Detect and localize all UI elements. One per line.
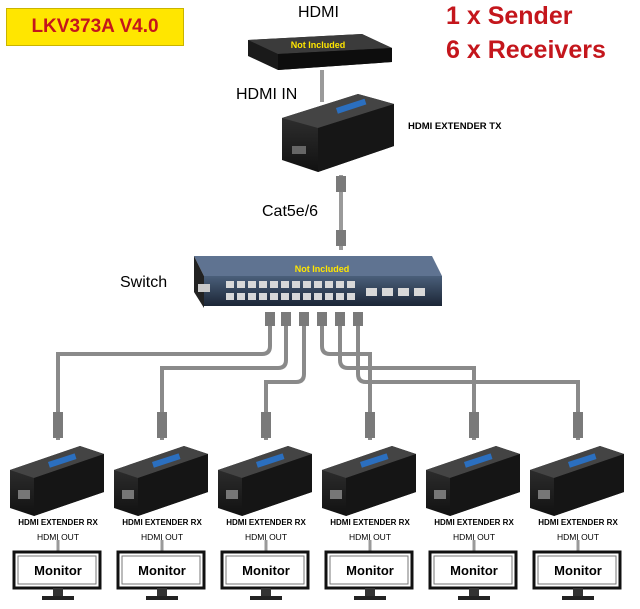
tx-extender-device	[282, 94, 394, 172]
monitor: Monitor	[220, 550, 310, 600]
receiver-count-title: 6 x Receivers	[446, 36, 606, 64]
rx-label: HDMI EXTENDER RX	[122, 518, 202, 527]
cable-label: Cat5e/6	[262, 203, 319, 220]
monitor: Monitor	[324, 550, 414, 600]
switch-uplink-port	[382, 288, 393, 296]
cable-connector	[317, 312, 327, 326]
switch-port	[303, 293, 311, 300]
cable-connector	[335, 312, 345, 326]
cable-connector	[573, 412, 583, 438]
tx-label: HDMI EXTENDER TX	[408, 121, 502, 132]
cat-cable-rx	[320, 312, 372, 440]
switch-port	[237, 293, 245, 300]
rx-label: HDMI EXTENDER RX	[226, 518, 306, 527]
rx-extender-device	[218, 446, 312, 516]
rx-hdmi-out-label: HDMI OUT	[556, 532, 600, 542]
rx-extender-device	[530, 446, 624, 516]
monitor: Monitor	[428, 550, 518, 600]
cable-connector	[261, 412, 271, 438]
rx-extender-device	[426, 446, 520, 516]
cable-connector	[469, 412, 479, 438]
switch-port	[336, 293, 344, 300]
rx-extender-device	[322, 446, 416, 516]
switch-port	[237, 281, 245, 288]
source-note: Not Included	[291, 40, 346, 50]
switch-port	[314, 281, 322, 288]
cat-cable-tx-switch	[336, 175, 346, 250]
cable-connector	[299, 312, 309, 326]
cat-cable-rx	[356, 312, 580, 440]
cable-connector	[265, 312, 275, 326]
switch-port	[226, 293, 234, 300]
monitor-label: Monitor	[34, 563, 82, 578]
switch-note: Not Included	[295, 264, 350, 274]
switch-port	[281, 281, 289, 288]
switch-port	[281, 293, 289, 300]
switch-uplink-port	[414, 288, 425, 296]
rx-label: HDMI EXTENDER RX	[18, 518, 98, 527]
hdmi-source-label: HDMI	[298, 4, 339, 21]
sender-count-title: 1 x Sender	[446, 2, 573, 30]
rx-label: HDMI EXTENDER RX	[538, 518, 618, 527]
switch-port	[248, 293, 256, 300]
switch-uplink-port	[366, 288, 377, 296]
switch-port	[270, 293, 278, 300]
monitor: Monitor	[116, 550, 206, 600]
cable-connector	[281, 312, 291, 326]
cat-cable-rx	[264, 312, 306, 440]
rx-extender-device	[10, 446, 104, 516]
switch-port	[248, 281, 256, 288]
switch-port	[347, 293, 355, 300]
monitor-label: Monitor	[346, 563, 394, 578]
switch-port	[292, 293, 300, 300]
switch-port	[292, 281, 300, 288]
switch-port	[226, 281, 234, 288]
cables-to-receivers	[53, 312, 583, 440]
hdmi-source-device: Not Included	[248, 34, 392, 70]
switch-port	[270, 281, 278, 288]
rx-hdmi-out-label: HDMI OUT	[36, 532, 80, 542]
hdmi-in-label: HDMI IN	[236, 86, 298, 103]
switch-label: Switch	[120, 274, 168, 291]
monitor: Monitor	[532, 550, 622, 600]
switch-port	[336, 281, 344, 288]
rx-hdmi-out-label: HDMI OUT	[140, 532, 184, 542]
network-switch-device: Not Included	[194, 256, 442, 308]
switch-port	[325, 293, 333, 300]
switch-port	[259, 281, 267, 288]
monitor-label: Monitor	[242, 563, 290, 578]
rx-label: HDMI EXTENDER RX	[330, 518, 410, 527]
monitor: Monitor	[12, 550, 102, 600]
switch-uplink-port	[398, 288, 409, 296]
rx-extender-device	[114, 446, 208, 516]
cat-cable-rx	[160, 312, 288, 440]
cable-connector	[157, 412, 167, 438]
monitor-label: Monitor	[554, 563, 602, 578]
receivers-group: Monitor Monitor Monitor Monitor Monitor Monit…	[10, 446, 624, 600]
switch-port	[347, 281, 355, 288]
rx-hdmi-out-label: HDMI OUT	[244, 532, 288, 542]
monitor-label: Monitor	[450, 563, 498, 578]
switch-port	[259, 293, 267, 300]
cable-connector	[365, 412, 375, 438]
monitor-label: Monitor	[138, 563, 186, 578]
switch-port	[325, 281, 333, 288]
switch-port	[303, 281, 311, 288]
cat-cable-rx	[56, 312, 272, 440]
switch-port	[314, 293, 322, 300]
cable-connector	[53, 412, 63, 438]
model-badge: LKV373A V4.0	[6, 8, 184, 46]
rx-hdmi-out-label: HDMI OUT	[452, 532, 496, 542]
rx-hdmi-out-label: HDMI OUT	[348, 532, 392, 542]
cable-connector	[353, 312, 363, 326]
cat-cable-rx	[338, 312, 476, 440]
rx-label: HDMI EXTENDER RX	[434, 518, 514, 527]
